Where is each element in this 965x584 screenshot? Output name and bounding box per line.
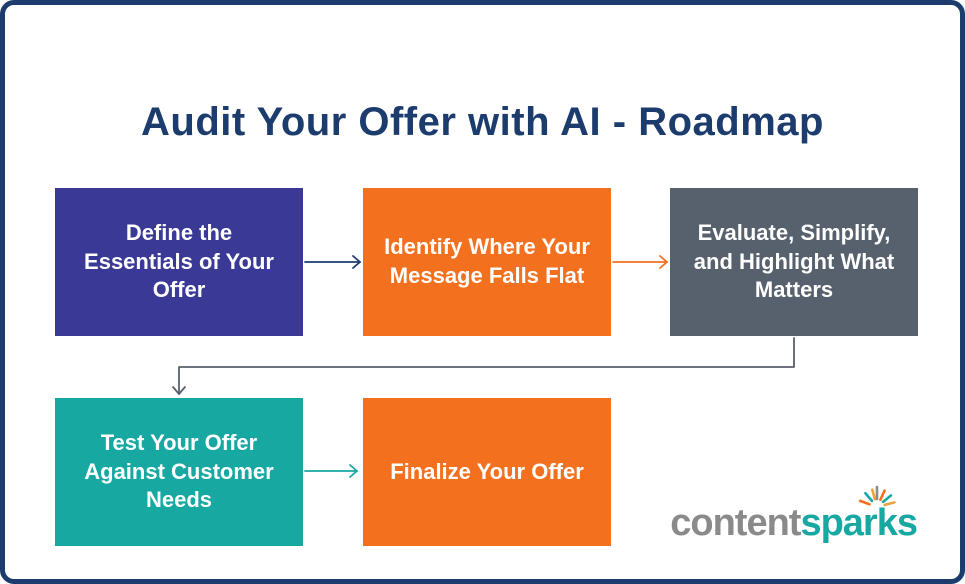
arrow-test-to-finalize-icon	[304, 464, 358, 478]
arrow-identify-to-evaluate-icon	[612, 255, 668, 269]
box-evaluate-simplify: Evaluate, Simplify, and Highlight What M…	[670, 188, 918, 336]
box-finalize-offer: Finalize Your Offer	[363, 398, 611, 546]
box-label: Identify Where Your Message Falls Flat	[384, 234, 590, 288]
box-define-essentials: Define the Essentials of Your Offer	[55, 188, 303, 336]
logo-text-sparks: sparks	[800, 502, 918, 544]
logo-text-content: content	[670, 502, 801, 544]
contentsparks-logo: contentsparks	[670, 485, 918, 545]
arrow-define-to-identify-icon	[304, 255, 361, 269]
box-label: Test Your Offer Against Customer Needs	[84, 430, 274, 513]
box-identify-message: Identify Where Your Message Falls Flat	[363, 188, 611, 336]
box-label: Finalize Your Offer	[390, 458, 584, 484]
page-title: Audit Your Offer with AI - Roadmap	[141, 99, 824, 144]
box-label: Evaluate, Simplify, and Highlight What M…	[693, 220, 895, 303]
arrow-evaluate-to-test-icon	[172, 337, 795, 395]
spark-burst-icon	[858, 485, 896, 507]
box-label: Define the Essentials of Your Offer	[84, 220, 274, 303]
box-test-offer: Test Your Offer Against Customer Needs	[55, 398, 303, 546]
